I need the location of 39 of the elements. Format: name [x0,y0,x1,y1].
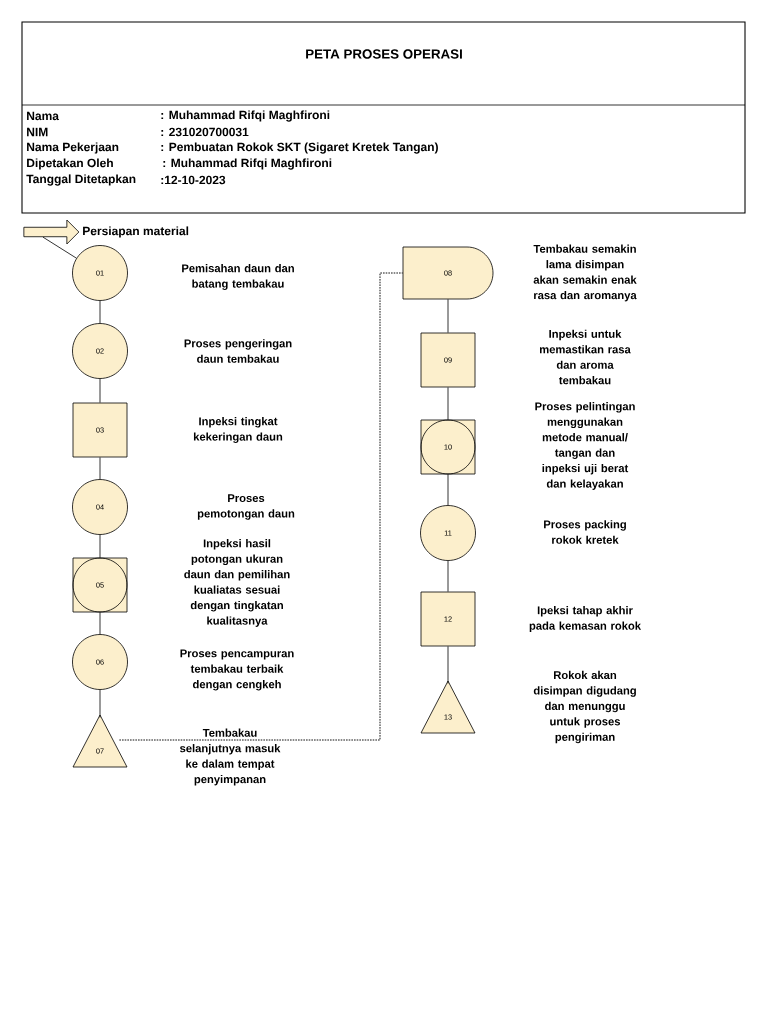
connector-line [447,560,449,592]
title: PETA PROSES OPERASI [306,49,462,59]
connector-line [118,272,404,741]
connector-line [99,689,101,718]
info-text: NIM [27,127,48,137]
step-description: Inpeksi hasil potongan ukuran daun dan pemilihan kualiatas sesuai dengan tingkatan kualitasnya [184,539,290,627]
info-text: : 231020700031 [161,127,249,137]
connector-line [447,646,449,684]
step-description: Ipeksi tahap akhir pada kemasan rokok [529,606,642,632]
info-text: Nama Pekerjaan [27,142,119,154]
step-description: Tembakau semakin lama disimpan akan semakin enak rasa dan aromanya [533,244,637,302]
step-description: Proses pengeringan daun tembakau [184,339,292,363]
step-description: Inpeksi tingkat kekeringan daun [193,417,283,443]
connector-line [99,457,101,480]
info-text: : Pembuatan Rokok SKT (Sigaret Kretek Tangan) [161,142,438,154]
info-text: Nama [27,111,60,121]
connector-line [42,236,77,259]
step-description: Pemisahan daun dan batang tembakau [182,264,294,290]
connector-line [99,611,101,635]
step-label: Persiapan material [83,226,189,238]
connector-line [99,300,101,324]
step-description: Proses pemotongan daun [197,494,295,520]
connector-line [447,298,449,333]
step-description: Proses pelintingan menggunakan metode manual/ tangan dan inpeksi uji berat dan kelayakan [535,402,635,490]
info-text: :12-10-2023 [161,175,226,185]
step-description: Proses packing rokok kretek [544,520,626,544]
info-text: Tanggal Ditetapkan [26,174,136,186]
step-description: Tembakau selanjutnya masuk ke dalam tempat penyimpanan [180,728,281,786]
step-description: Rokok akan disimpan digudang dan menunggu untuk proses pengiriman [533,670,636,744]
info-text: Dipetakan Oleh [27,158,113,170]
connector-line [99,378,101,403]
connector-line [447,473,449,506]
info-text: : Muhammad Rifqi Maghfironi [161,110,330,122]
step-description: Proses pencampuran tembakau terbaik dengan cengkeh [180,649,294,691]
info-text: : Muhammad Rifqi Maghfironi [163,158,332,170]
connector-line [447,387,449,421]
step-description: Inpeksi untuk memastikan rasa dan aroma tembakau [540,329,631,385]
block-arrow [23,219,80,245]
connector-line [99,534,101,559]
